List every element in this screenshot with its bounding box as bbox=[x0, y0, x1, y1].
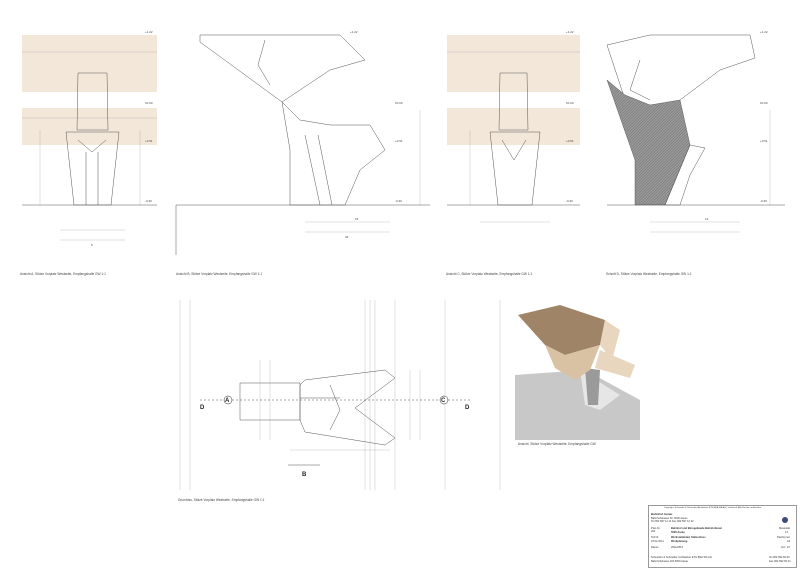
client-line: Bahnhofstrasse 30, 5000 Aarau bbox=[651, 517, 688, 520]
level-label: +0.51 bbox=[760, 139, 768, 143]
level-label: +1.22 bbox=[566, 30, 574, 34]
dimension-label: 32 bbox=[345, 235, 349, 239]
drawing-caption: Grundriss, Stütze Vorplatz Westseite, Em… bbox=[178, 498, 265, 502]
title-block: Copyright: Schneider & Schneider Archite… bbox=[648, 505, 797, 568]
project-location: 5000 Aarau bbox=[671, 531, 685, 534]
drawing-caption: Schnitt D, Stütze Vorplatz Westseite, Em… bbox=[606, 272, 692, 276]
part-label: Teil Nr. bbox=[651, 536, 659, 539]
level-label: +0.51 bbox=[145, 139, 153, 143]
drawing-caption: Ansicht, Stütze Vorplatz Westseite, Empf… bbox=[518, 442, 596, 446]
project-title: Bahnhof und Bürogebäude Bahnhofareal bbox=[671, 527, 722, 530]
drawing-phase: Werkplanung bbox=[671, 540, 688, 543]
section-marker-d: D bbox=[465, 405, 470, 411]
plan-no: 202 bbox=[651, 530, 656, 533]
office-name: Schneider & Schneider Architekten ETH BS… bbox=[651, 556, 712, 559]
level-label: ±0.00 bbox=[145, 101, 153, 105]
level-label: ±0.00 bbox=[395, 101, 403, 105]
format: A3 bbox=[787, 540, 791, 543]
copyright: Copyright: Schneider & Schneider Archite… bbox=[664, 507, 762, 509]
company-logo bbox=[782, 517, 788, 523]
level-label: +1.22 bbox=[145, 30, 153, 34]
dimension-label: 6 bbox=[91, 243, 93, 247]
level-label: ±0.00 bbox=[566, 101, 574, 105]
office-address: Bahnhofstrasse 102 5000 Aarau bbox=[651, 560, 689, 563]
floor-plan: A B C D D bbox=[179, 300, 501, 490]
perspective-view bbox=[515, 305, 640, 440]
section-marker-c: C bbox=[441, 398, 446, 404]
scale: 1:1 bbox=[785, 531, 789, 534]
drawing-caption: Ansicht C, Stütze Vorplatz Westseite, Em… bbox=[446, 272, 533, 276]
level-label: +1.22 bbox=[350, 30, 358, 34]
office-fax: Fax 062 832 60 01 bbox=[769, 560, 791, 563]
drawing-title: Werkstattdetail, Stützenfuss bbox=[671, 536, 706, 539]
elevation-b: +1.22 ±0.00 +0.51 -0.30 15 32 bbox=[175, 30, 430, 255]
dimension-label: 15 bbox=[355, 217, 359, 221]
date: 2011/2012 bbox=[671, 546, 684, 549]
level-label: +0.51 bbox=[395, 139, 403, 143]
client-line: Tel 062 837 11 11 Fax 062 837 12 22 bbox=[651, 520, 694, 523]
dimension-label: 12 bbox=[705, 217, 709, 221]
level-label: -0.30 bbox=[145, 199, 152, 203]
elevation-c: +1.22 ±0.00 +0.51 -0.30 bbox=[447, 30, 580, 223]
level-label: +0.51 bbox=[566, 139, 574, 143]
index: Ind.: 1/7 bbox=[781, 546, 791, 549]
section-marker-a: A bbox=[225, 398, 230, 404]
level-label: -0.30 bbox=[566, 199, 573, 203]
project-label: Bahnhof Aarau bbox=[651, 512, 673, 516]
format-label: Planformat bbox=[777, 536, 790, 539]
drawing-caption: Ansicht B, Stütze Vorplatz Westseite, Em… bbox=[176, 272, 263, 276]
level-label: -0.30 bbox=[395, 199, 402, 203]
section-marker-b: B bbox=[302, 472, 307, 478]
part-value: 15.02.2011 bbox=[651, 540, 664, 543]
section-marker-d: D bbox=[200, 405, 205, 411]
scale-label: Massstab bbox=[779, 527, 791, 530]
office-tel: Tel 062 832 60 00 bbox=[769, 556, 790, 559]
drawing-caption: Ansicht A, Stütze Vorplatz Westseite, Em… bbox=[20, 272, 106, 276]
level-label: ±0.00 bbox=[760, 101, 768, 105]
plan-no-label: Plan-Nr. bbox=[651, 527, 661, 530]
date-label: Datum bbox=[651, 546, 659, 549]
level-label: +1.22 bbox=[760, 30, 768, 34]
level-label: -0.30 bbox=[760, 199, 767, 203]
elevation-a: +1.22 ±0.00 +0.51 -0.30 6 bbox=[22, 30, 157, 247]
section-d: +1.22 ±0.00 +0.51 -0.30 12 bbox=[606, 30, 785, 233]
